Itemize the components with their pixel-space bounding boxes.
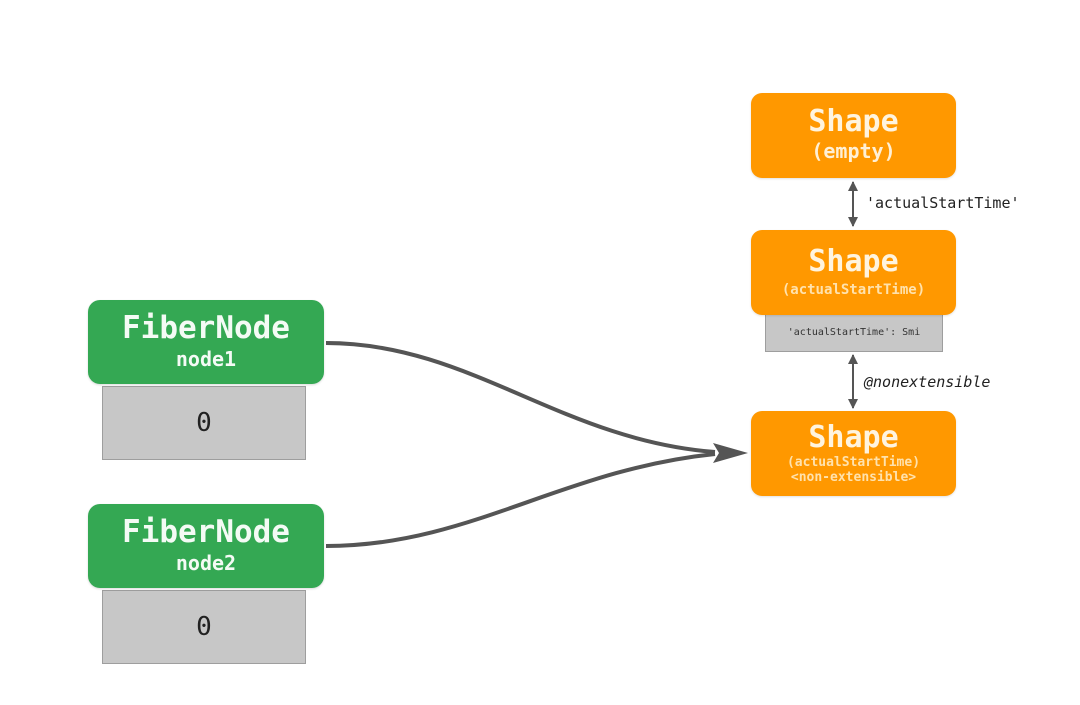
shape-actual-start-time-sub: (actualStartTime)	[781, 282, 926, 298]
shape-actual-start-time: Shape (actualStartTime)	[751, 230, 956, 315]
shape-empty-sub: (empty)	[811, 139, 896, 163]
shape-empty-title: Shape	[808, 104, 899, 139]
shape-empty: Shape (empty)	[751, 93, 956, 178]
fiber-node-1-slot: 0	[102, 386, 306, 460]
fiber-node-2-name: node2	[175, 551, 237, 575]
shape-actual-start-time-title: Shape	[808, 244, 899, 279]
pointer-node2-to-shape	[325, 452, 716, 548]
fiber-node-1: FiberNode node1	[88, 300, 324, 384]
transition-label-nonextensible: @nonextensible	[864, 373, 991, 391]
fiber-node-2-title: FiberNode	[122, 514, 290, 550]
transition-label-actual-start-time: 'actualStartTime'	[866, 194, 1020, 212]
fiber-node-2-slot: 0	[102, 590, 306, 664]
fiber-node-1-title: FiberNode	[122, 310, 290, 346]
pointer-arrowhead	[713, 443, 748, 463]
shape-non-extensible-sub: (actualStartTime)	[786, 455, 921, 470]
shape-non-extensible: Shape (actualStartTime) <non-extensible>	[751, 411, 956, 496]
shape-property-row: 'actualStartTime': Smi	[765, 314, 943, 352]
pointer-node1-to-shape	[325, 341, 716, 454]
shape-non-extensible-title: Shape	[808, 420, 899, 455]
shape-non-extensible-sub2: <non-extensible>	[790, 470, 917, 485]
fiber-node-2: FiberNode node2	[88, 504, 324, 588]
fiber-node-1-name: node1	[175, 347, 237, 371]
